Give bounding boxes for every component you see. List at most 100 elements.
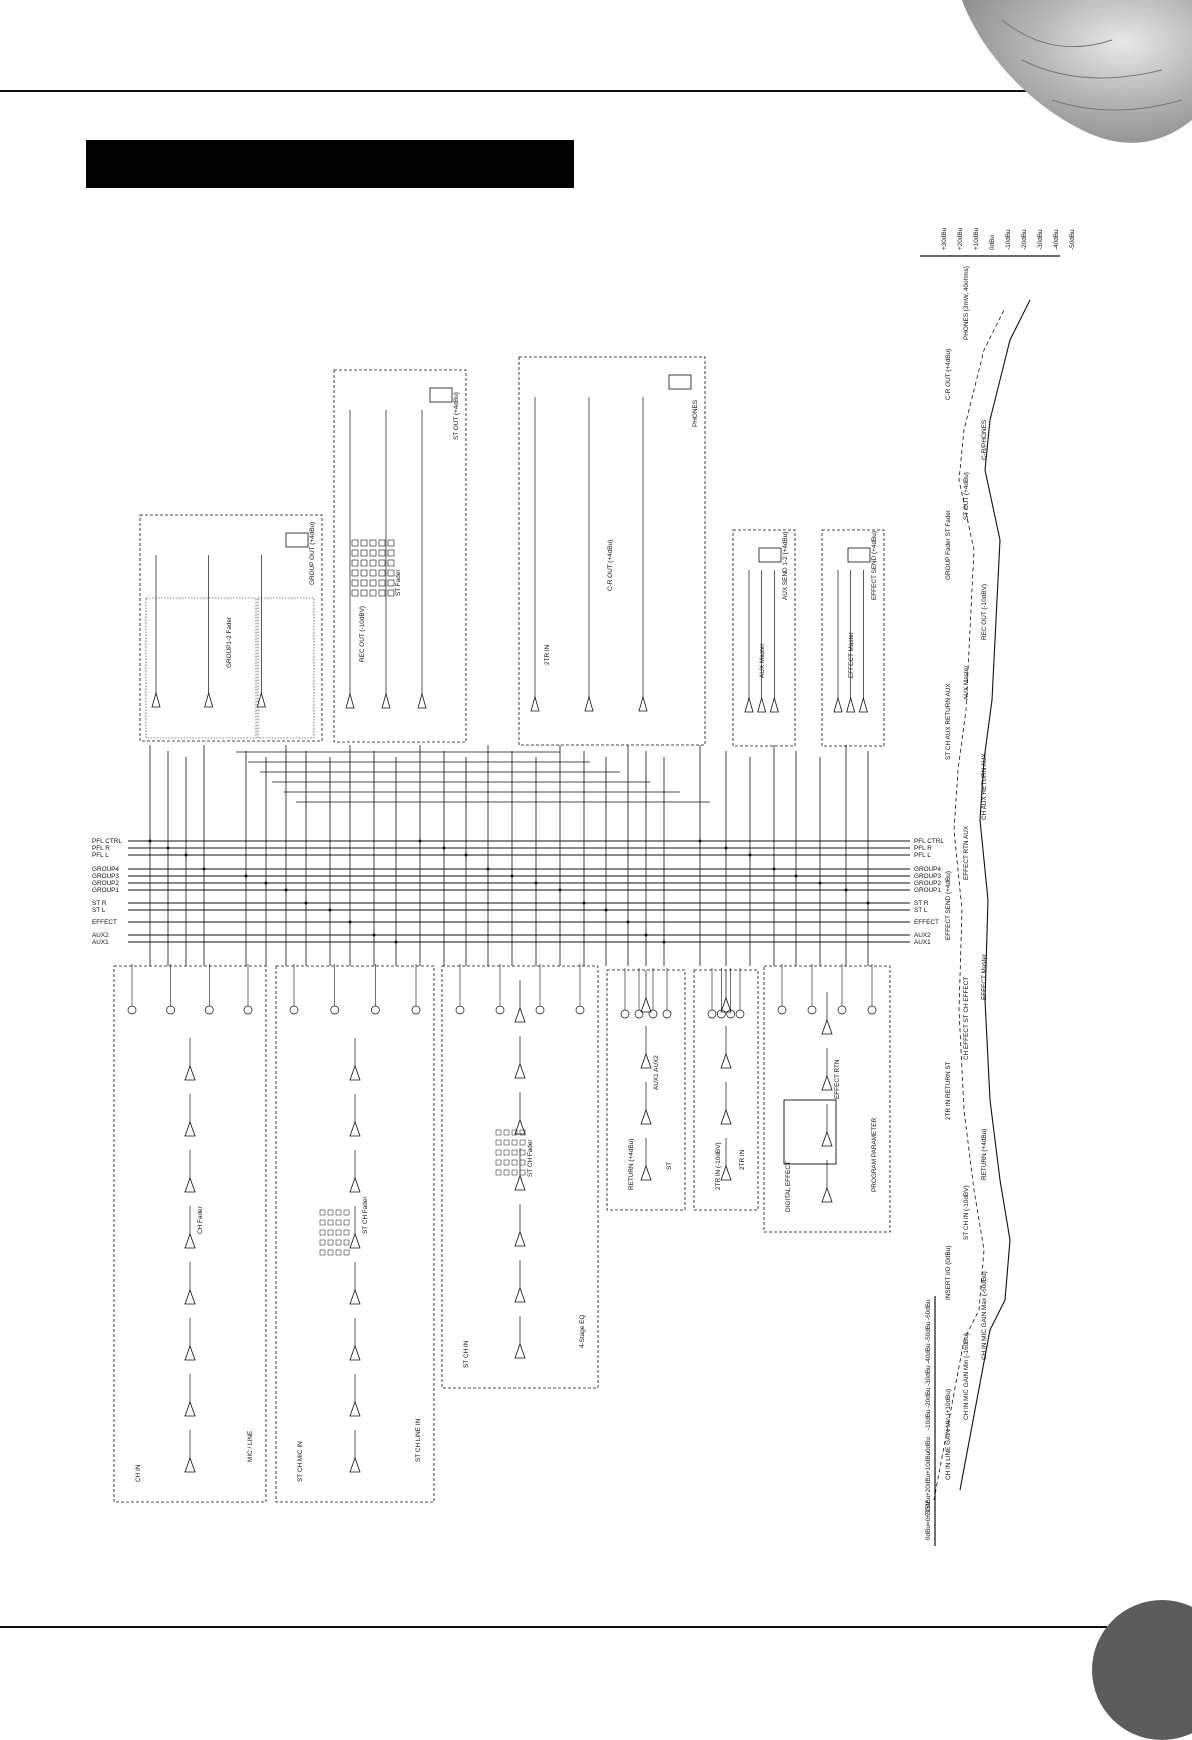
- send-knob-icon: [807, 1005, 817, 1015]
- input-block-sublabel-st-ch-in: 4-Stage EQ: [579, 1315, 586, 1348]
- output-block-extra-phones: 2TR IN: [544, 644, 551, 665]
- amp-icon: [184, 1120, 196, 1137]
- junction-dot: [866, 901, 870, 905]
- scale-left-tick: -60dBu: [925, 1299, 932, 1320]
- junction-dot: [558, 888, 562, 892]
- output-jack-icon: [429, 387, 453, 403]
- st-eq-cell: [360, 559, 368, 567]
- st-eq-cell: [369, 539, 377, 547]
- st-eq-cell: [387, 569, 395, 577]
- amp-icon: [349, 1456, 361, 1473]
- output-block-sublabel-phones: C-R OUT (+4dBu): [607, 540, 614, 591]
- amp-icon: [720, 996, 732, 1013]
- level-label-lv1: CH IN LINE GAIN Min (+10dBu): [945, 1389, 952, 1480]
- output-block-sublabel-effect-send: EFFECT Master: [848, 631, 855, 678]
- level-label-lv5: ST CH IN (-10dBV): [963, 1185, 970, 1240]
- junction-dot: [794, 874, 798, 878]
- amp-icon: [204, 691, 214, 708]
- st-eq-cell: [369, 589, 377, 597]
- bus-label-right-pfl-r: PFL R: [914, 845, 932, 852]
- level-label-lv7: 2TR IN RETURN ST: [945, 1061, 952, 1120]
- junction-dot: [202, 867, 206, 871]
- amp-icon: [349, 1288, 361, 1305]
- amp-icon: [349, 1232, 361, 1249]
- amp-icon: [349, 1176, 361, 1193]
- amp-icon: [846, 696, 856, 713]
- input-block-sublabel-st-ch-mic-in: ST CH LINE IN: [415, 1418, 422, 1462]
- bus-label-left-group2: GROUP2: [92, 880, 119, 887]
- input-block-label-st-ch-mic-in: ST CH MIC IN: [297, 1441, 304, 1482]
- send-knob-icon: [620, 1009, 630, 1019]
- amp-icon: [514, 1230, 526, 1247]
- junction-dot: [698, 839, 702, 843]
- title-bar: [86, 140, 574, 188]
- amp-icon: [821, 1186, 833, 1203]
- junction-dot: [626, 920, 630, 924]
- amp-icon: [640, 996, 652, 1013]
- amp-icon: [584, 695, 594, 712]
- junction-dot: [748, 853, 752, 857]
- bus-label-right-aux1: AUX1: [914, 939, 931, 946]
- output-block-label-phones: PHONES: [692, 400, 699, 427]
- junction-dot: [264, 881, 268, 885]
- junction-dot: [662, 940, 666, 944]
- input-block-label-st-ch-in: ST CH IN: [463, 1340, 470, 1368]
- eq-cell: [319, 1219, 326, 1226]
- st-eq-cell: [351, 539, 359, 547]
- eq-cell: [511, 1139, 518, 1146]
- st-eq-cell: [369, 579, 377, 587]
- eq-cell: [503, 1159, 510, 1166]
- amp-icon: [821, 1130, 833, 1147]
- eq-cell: [319, 1209, 326, 1216]
- amp-icon: [417, 692, 427, 709]
- level-label-lv13: ST CH AUX RETURN AUX: [945, 683, 952, 760]
- bus-label-right-group2: GROUP2: [914, 880, 941, 887]
- eq-cell: [343, 1219, 350, 1226]
- eq-cell: [343, 1229, 350, 1236]
- amp-icon: [514, 1286, 526, 1303]
- amp-icon: [833, 696, 843, 713]
- group-inner-box: [257, 597, 315, 739]
- input-block-extra-digital-effect: EFFECT RTN: [834, 1059, 841, 1099]
- amp-icon: [640, 1108, 652, 1125]
- level-label-lv4: INSERT I/O (0dBu): [945, 1246, 952, 1300]
- eq-cell: [503, 1149, 510, 1156]
- bus-label-left-pfl-l: PFL L: [92, 852, 109, 859]
- eq-cell: [335, 1249, 342, 1256]
- amp-icon: [345, 692, 355, 709]
- st-eq-cell: [378, 589, 386, 597]
- input-block-label-digital-effect: DIGITAL EFFECT: [785, 1161, 792, 1212]
- input-block-st-ch-mic-in: [275, 965, 435, 1503]
- input-block-digital-effect: [763, 965, 891, 1233]
- eq-cell: [343, 1249, 350, 1256]
- junction-dot: [604, 908, 608, 912]
- amp-icon: [184, 1176, 196, 1193]
- bus-label-right-st-l: ST L: [914, 907, 928, 914]
- scale-right-tick: -50dBu: [1069, 229, 1076, 250]
- st-eq-cell: [387, 579, 395, 587]
- level-label-lv15: REC OUT (-10dBV): [981, 584, 988, 640]
- eq-cell: [495, 1169, 502, 1176]
- level-label-lv2: CH IN MIC GAIN Min (-16dBu): [963, 1333, 970, 1420]
- st-eq-cell: [378, 549, 386, 557]
- output-block-label-group-out: GROUP OUT (+4dBu): [309, 522, 316, 585]
- eq-cell: [335, 1239, 342, 1246]
- st-eq-cell: [351, 589, 359, 597]
- level-label-lv17: ST OUT (+4dBu): [963, 472, 970, 520]
- eq-cell: [319, 1229, 326, 1236]
- junction-dot: [644, 933, 648, 937]
- junction-dot: [510, 874, 514, 878]
- input-block-extra-st-ch-in: ST CH Fader: [527, 1139, 534, 1177]
- st-eq-cell: [351, 579, 359, 587]
- junction-dot: [818, 881, 822, 885]
- send-knob-icon: [166, 1005, 176, 1015]
- junction-dot: [166, 846, 170, 850]
- amp-icon: [514, 1174, 526, 1191]
- amp-icon: [151, 691, 161, 708]
- level-label-lv12: CH AUX RETURN AUX: [981, 753, 988, 820]
- junction-dot: [348, 920, 352, 924]
- send-knob-icon: [411, 1005, 421, 1015]
- send-knob-icon: [370, 1005, 380, 1015]
